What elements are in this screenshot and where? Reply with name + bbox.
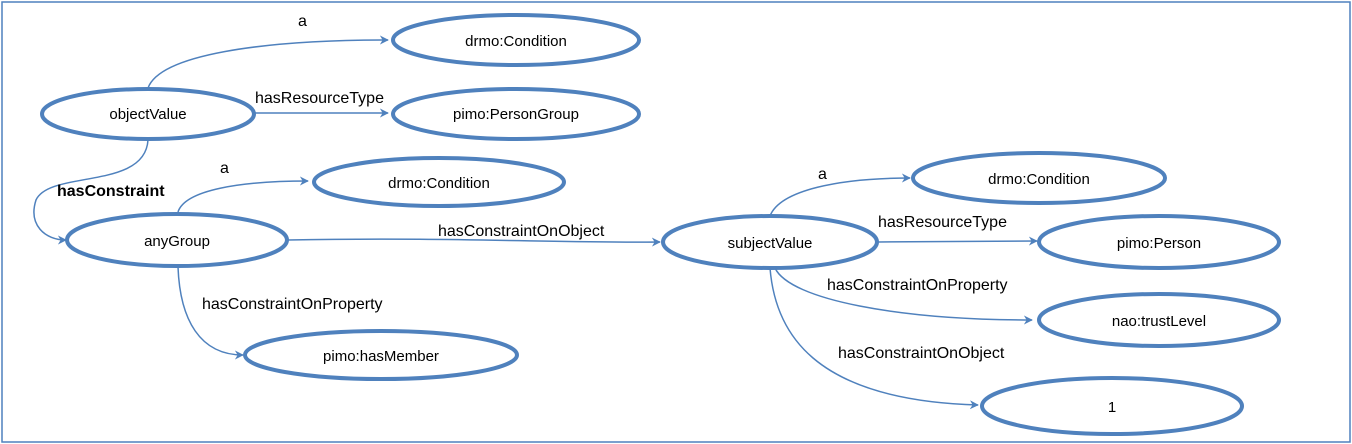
node-subject-value[interactable]: subjectValue [661,214,879,270]
node-any-group[interactable]: anyGroup [65,212,289,268]
node-object-value[interactable]: objectValue [40,87,256,141]
node-label-drmo-condition-1: drmo:Condition [465,33,567,50]
edge-label-object-resource-type: hasResourceType [255,90,384,107]
edge-group-constraint-on-object [287,237,661,247]
node-pimo-person-group[interactable]: pimo:PersonGroup [391,87,641,141]
node-drmo-condition-2[interactable]: drmo:Condition [312,156,566,208]
edge-label-group-constraint-on-object: hasConstraintOnObject [438,223,605,240]
node-nao-trust-level[interactable]: nao:trustLevel [1037,292,1281,348]
node-drmo-condition-1[interactable]: drmo:Condition [391,13,641,67]
node-label-subject-value: subjectValue [728,235,813,252]
node-label-literal-one: 1 [1108,399,1116,416]
edge-subject-constraint-on-property [774,267,1033,325]
node-label-nao-trust-level: nao:trustLevel [1112,313,1206,330]
node-label-drmo-condition-2: drmo:Condition [388,175,490,192]
node-label-pimo-person: pimo:Person [1117,235,1201,252]
edge-group-a [177,176,309,213]
edge-label-group-constraint-on-property: hasConstraintOnProperty [202,296,383,313]
node-label-any-group: anyGroup [144,233,210,250]
edge-object-a [147,35,389,89]
edge-group-constraint-on-property [177,266,244,360]
edge-subject-resource-type [877,236,1038,246]
edge-label-group-a: a [220,160,229,177]
node-literal-one[interactable]: 1 [980,376,1244,436]
node-label-object-value: objectValue [109,106,186,123]
edge-subject-constraint-on-object [769,267,979,410]
edge-has-constraint [33,139,149,245]
node-drmo-condition-3[interactable]: drmo:Condition [911,151,1167,205]
edge-label-subject-constraint-on-property: hasConstraintOnProperty [827,277,1008,294]
edge-label-subject-constraint-on-object: hasConstraintOnObject [838,345,1005,362]
edge-label-object-a: a [298,13,307,30]
node-label-pimo-has-member: pimo:hasMember [323,348,439,365]
node-pimo-person[interactable]: pimo:Person [1037,214,1281,270]
node-label-drmo-condition-3: drmo:Condition [988,171,1090,188]
node-pimo-has-member[interactable]: pimo:hasMember [243,329,519,381]
edge-subject-a [769,173,911,217]
edge-label-subject-a: a [818,166,827,183]
edge-label-subject-resource-type: hasResourceType [878,214,1007,231]
edge-label-has-constraint: hasConstraint [57,183,165,200]
node-label-pimo-person-group: pimo:PersonGroup [453,106,579,123]
